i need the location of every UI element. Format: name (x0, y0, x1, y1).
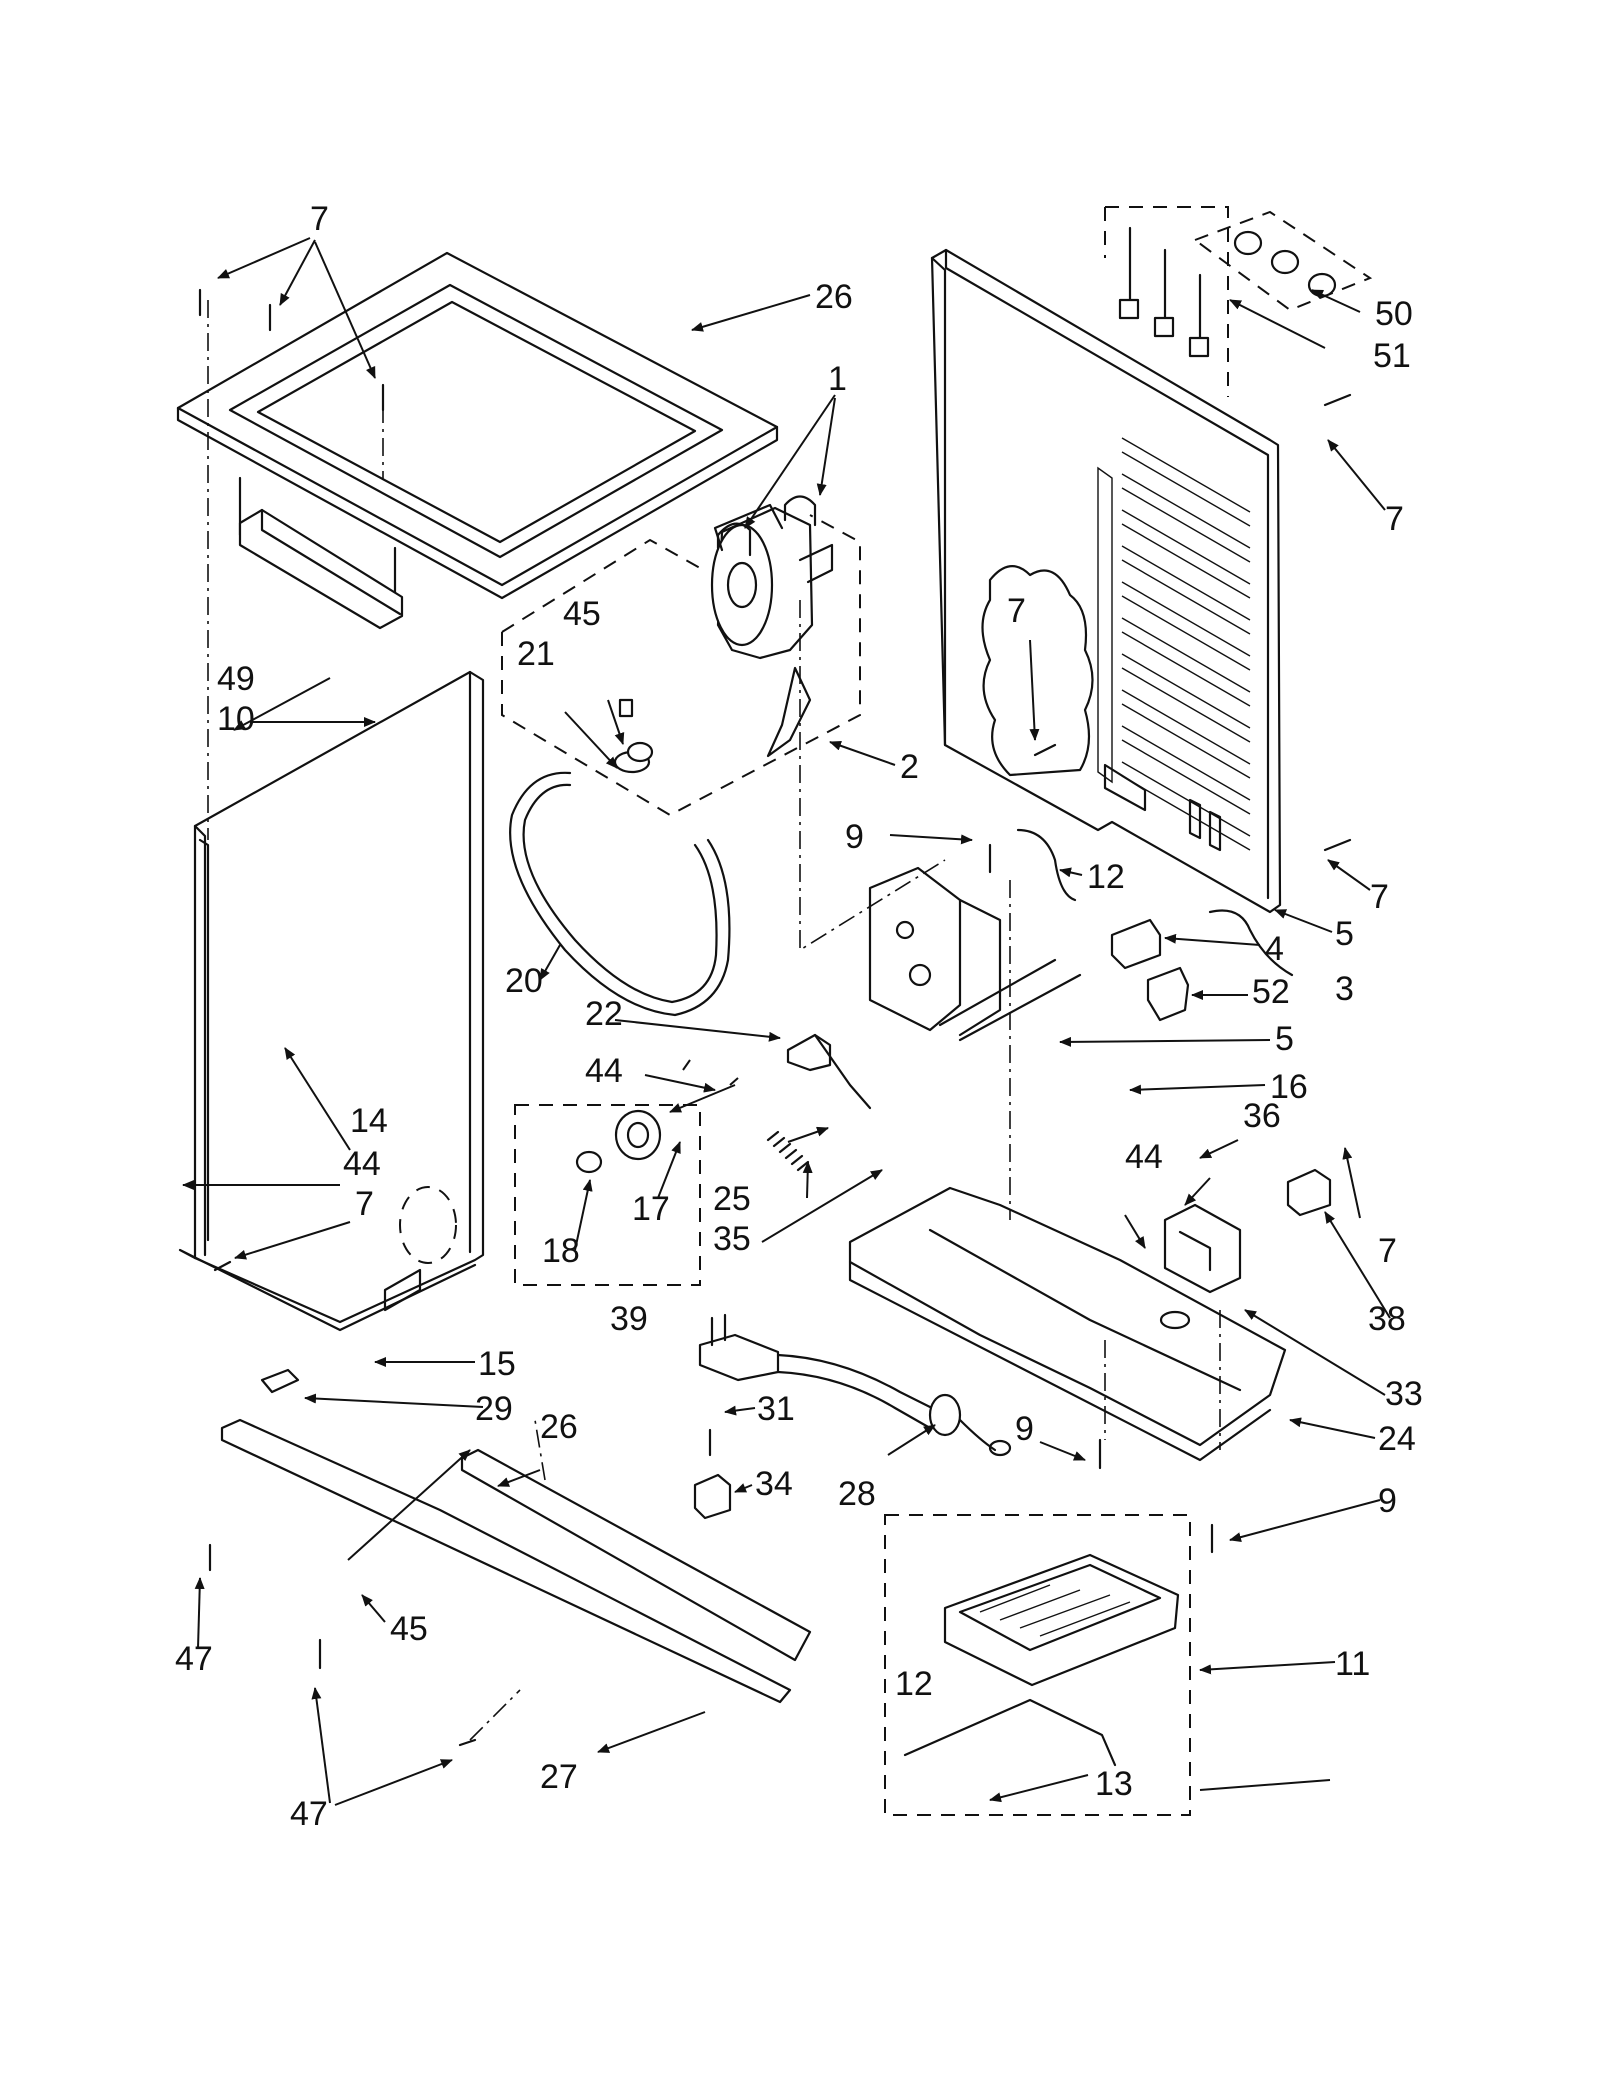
callout-21: 21 (517, 635, 555, 673)
wire-harness (1016, 828, 1294, 977)
callout-52: 52 (1252, 973, 1290, 1011)
callout-49: 49 (217, 660, 255, 698)
screws (198, 288, 1352, 1747)
callout-29: 28 (838, 1475, 876, 1513)
callout-38: 44 (585, 1052, 623, 1090)
thermostat (1286, 1168, 1332, 1217)
callout-22: 22 (585, 995, 623, 1033)
motor-assembly (501, 495, 861, 817)
callout-2: 2 (900, 748, 919, 786)
door-switch (1163, 1203, 1242, 1294)
callout-7f: 7 (1378, 1232, 1397, 1270)
base-plate (848, 1186, 1287, 1462)
callout-9: 9 (845, 818, 864, 856)
rear-brace (460, 1448, 812, 1662)
idler-spring (766, 1130, 810, 1172)
idler-arm (786, 1033, 872, 1110)
callout-13: 13 (1095, 1765, 1133, 1803)
lint-screen-assembly (884, 1514, 1191, 1816)
callout-7: 7 (310, 200, 329, 238)
front-brace (220, 1418, 792, 1704)
callout-32: 31 (757, 1390, 795, 1428)
callout-19: 17 (632, 1190, 670, 1228)
callout-24: 24 (1378, 1420, 1416, 1458)
callout-7b: 7 (1385, 500, 1404, 538)
callout-31: 33 (1385, 1375, 1423, 1413)
callout-26: 26 (540, 1408, 578, 1446)
callout-51: 51 (1373, 337, 1411, 375)
callout-36: 38 (1368, 1300, 1406, 1338)
callout-14: 12 (1087, 858, 1125, 896)
callout-45: 45 (390, 1610, 428, 1648)
callout-35: 35 (713, 1220, 751, 1258)
callout-6: 5 (1335, 915, 1354, 953)
callout-11: 11 (1335, 1645, 1370, 1683)
drive-belt (509, 771, 731, 1017)
cord-clamp (693, 1473, 732, 1520)
callout-18: 18 (542, 1232, 580, 1270)
leader-arrows (182, 237, 1391, 1806)
callout-7e: 7 (355, 1185, 374, 1223)
vent-louvers (1121, 437, 1251, 851)
callout-9b: 9 (1015, 1410, 1034, 1448)
callout-16: 15 (478, 1345, 516, 1383)
callout-5: 5 (1275, 1020, 1294, 1058)
callout-20: 20 (505, 962, 543, 1000)
callout-17: 16 (1270, 1068, 1308, 1106)
side-panel (178, 670, 485, 1332)
callout-47: 47 (175, 1640, 213, 1678)
callout-27: 27 (540, 1758, 578, 1796)
callout-labels: 7 26 1 50 51 7 45 21 49 10 7 2 9 12 7 5 … (175, 200, 1423, 1833)
callout-9c: 9 (1378, 1482, 1397, 1520)
callout-44b: 44 (1125, 1138, 1163, 1176)
callout-33: 34 (755, 1465, 793, 1503)
callout-7d: 7 (1370, 878, 1389, 916)
callout-34: 36 (1243, 1097, 1281, 1135)
callout-3: 3 (1335, 970, 1354, 1008)
idler-bracket (868, 866, 1002, 1037)
callout-1: 1 (828, 360, 847, 398)
power-cord (698, 1313, 1012, 1457)
callout-28: 26 (815, 278, 853, 316)
callout-30: 29 (475, 1390, 513, 1428)
callout-25: 25 (713, 1180, 751, 1218)
callout-15: 14 (350, 1102, 388, 1140)
callout-10: 10 (217, 700, 255, 738)
rail-bracket (938, 958, 1082, 1042)
callout-47b: 47 (290, 1795, 328, 1833)
callout-44: 44 (343, 1145, 381, 1183)
callout-50: 50 (1375, 295, 1413, 333)
callout-43: 45 (563, 595, 601, 633)
assembly-guides (207, 300, 1221, 1741)
callout-39: 39 (610, 1300, 648, 1338)
callout-12: 12 (895, 1665, 933, 1703)
bracket (238, 508, 404, 630)
brace-clip (260, 1368, 300, 1394)
idler-pulley-kit (514, 1104, 701, 1286)
rear-panel (930, 248, 1282, 914)
callout-7c: 7 (1007, 592, 1026, 630)
terminal-block (1110, 918, 1190, 1022)
callout-4: 4 (1265, 930, 1284, 968)
